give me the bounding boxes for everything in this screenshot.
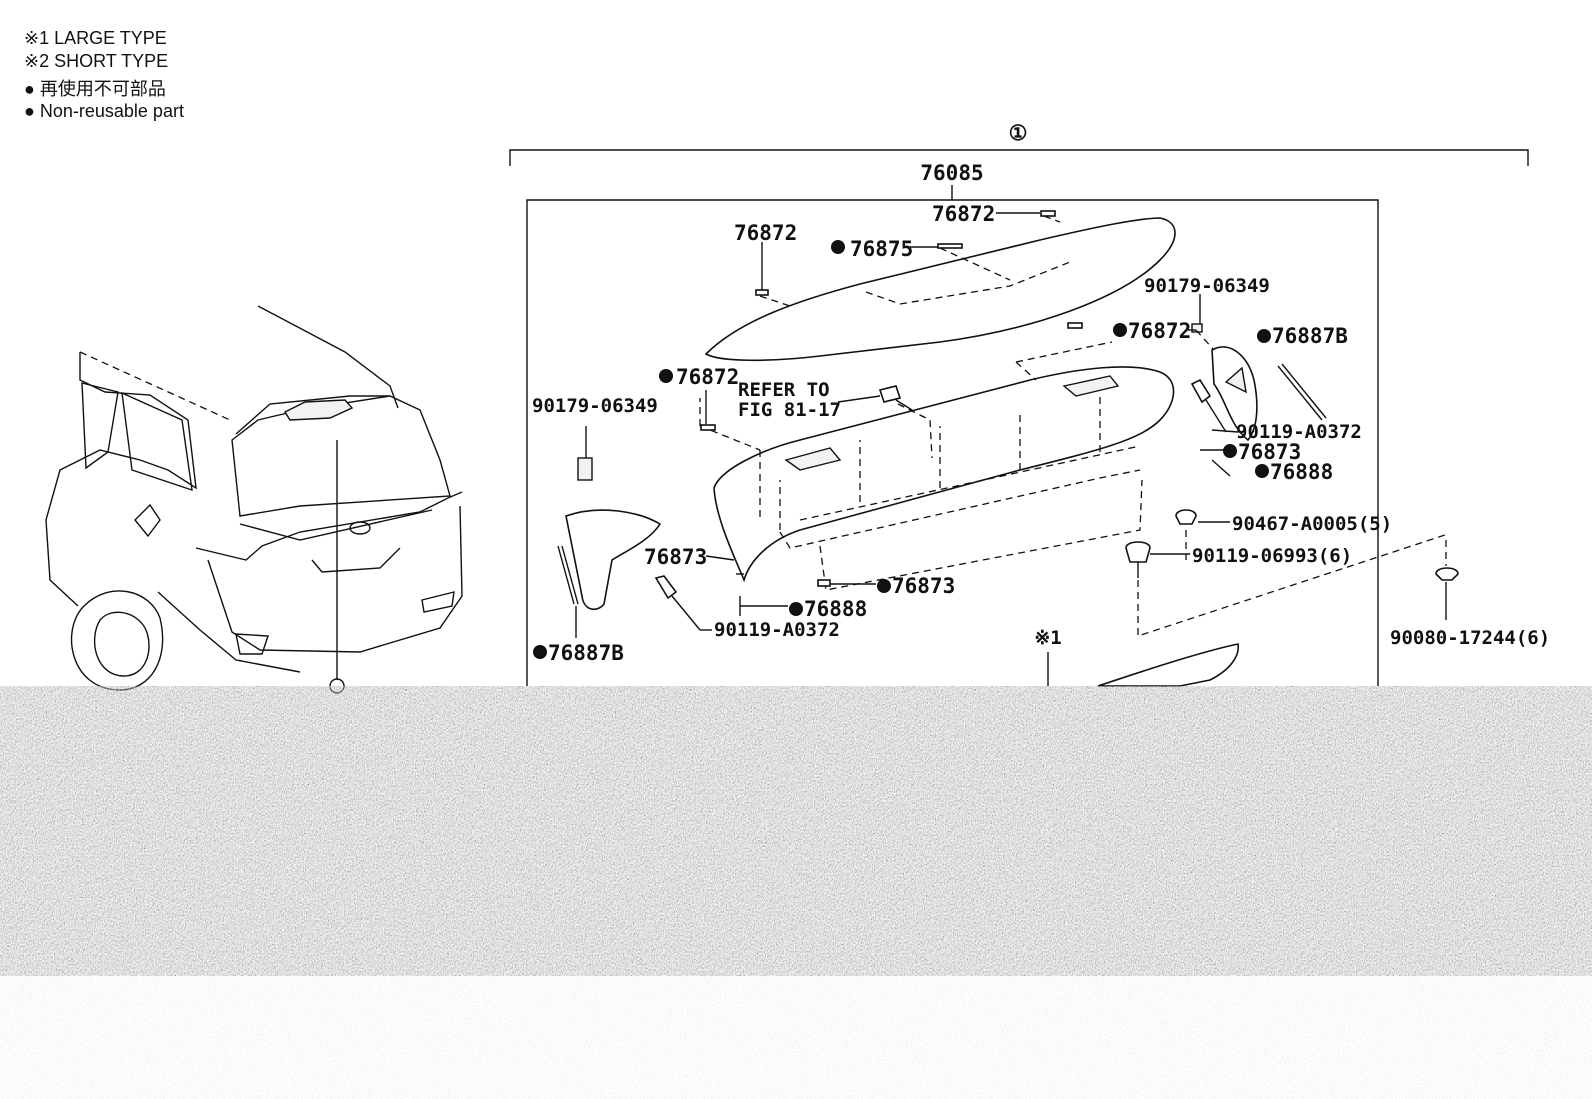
non-reusable-dot [1255,464,1269,478]
non-reusable-dot [1113,323,1127,337]
non-reusable-dot [877,579,891,593]
part-labels: 76872 76872 76875 90179-06349 76872 7688… [532,202,1550,665]
label-76872-top: 76872 [932,202,995,226]
fasteners [736,385,1459,637]
non-reusable-dot [659,369,673,383]
left-side-garnish [557,426,701,631]
label-90467-a0005: 90467-A0005(5) [1232,513,1392,535]
label-90119-06993: 90119-06993(6) [1192,545,1352,567]
label-76873-right: 76873 [1238,440,1301,464]
leader-lines [575,212,1239,638]
large-type-marker: ※1 [1034,627,1061,649]
label-90119-a0372-right: 90119-A0372 [1236,421,1362,443]
legend-large-type: ※1 LARGE TYPE [24,28,167,48]
label-76887b-left: 76887B [548,641,624,665]
legend-non-reusable-jp: ● 再使用不可部品 [24,79,166,99]
circle-ref-label: ① [1009,121,1028,145]
label-76888-bottom: 76888 [804,597,867,621]
refer-to-line2: FIG 81-17 [738,399,841,421]
label-76875: 76875 [850,237,913,261]
non-reusable-dot [1223,444,1237,458]
label-76873-left: 76873 [644,545,707,569]
lower-spoiler-body [699,322,1175,591]
assembly-bracket: ① 76085 [509,121,1529,686]
upper-spoiler [704,210,1176,362]
non-reusable-dot [533,645,547,659]
corrupted-image-region [0,686,1592,1099]
assembly-number-label: 76085 [920,161,983,185]
non-reusable-dot [831,240,845,254]
vehicle-rear-illustration [45,305,463,694]
non-reusable-dot [789,602,803,616]
label-90179-06349-right: 90179-06349 [1144,275,1270,297]
label-76887b-right: 76887B [1272,324,1348,348]
legend-short-type: ※2 SHORT TYPE [24,51,169,71]
label-76872-mid: 76872 [1128,319,1191,343]
label-76888-right: 76888 [1270,460,1333,484]
label-76873-bottom: 76873 [892,574,955,598]
non-reusable-dot [1257,329,1271,343]
assembly-box [526,199,1379,686]
large-type-piece: ※1 [1034,627,1239,687]
label-76872-left: 76872 [734,221,797,245]
label-90119-a0372-left: 90119-A0372 [714,619,840,641]
refer-to-line1: REFER TO [738,379,830,401]
label-90080-17244: 90080-17244(6) [1390,627,1550,649]
legend-non-reusable-en: ● Non-reusable part [24,101,184,121]
label-76872-leftmid: 76872 [676,365,739,389]
right-side-garnish [1190,323,1327,477]
label-90179-06349-left: 90179-06349 [532,395,658,417]
